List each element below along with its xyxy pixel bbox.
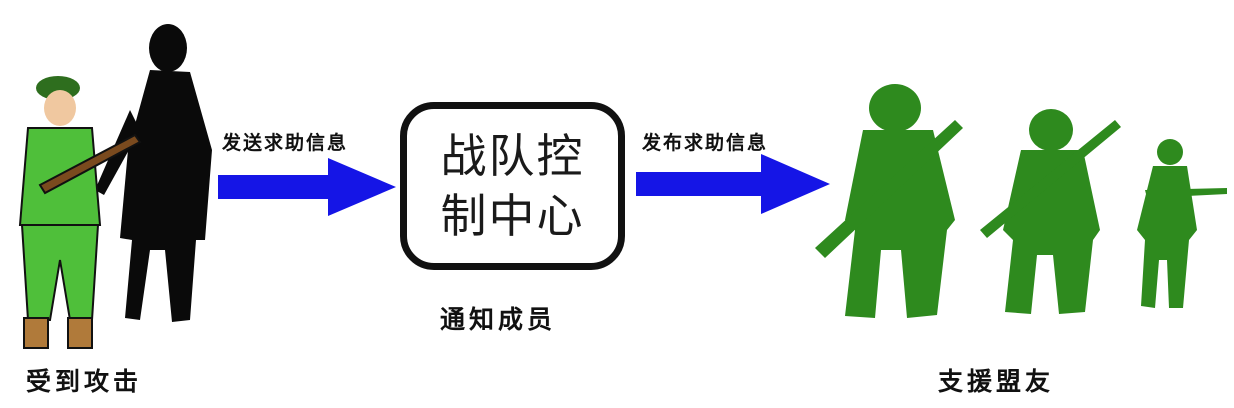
attacker-silhouette [95,24,212,322]
allied-soldier-3 [1137,139,1227,308]
green-soldier-figure [18,76,142,349]
allies-caption: 支援盟友 [938,367,1055,396]
control-center-box: 战队控 制中心 [400,102,625,270]
right-arrow [636,154,830,214]
allied-soldier-2 [980,109,1121,314]
control-center-line2: 制中心 [440,189,585,243]
control-center-line1: 战队控 [440,129,585,183]
right-arrow-icon [636,154,830,214]
allied-soldier-1 [815,84,963,318]
control-center-caption: 通知成员 [440,305,557,334]
right-arrow-label: 发布求助信息 [642,132,769,154]
left-arrow-label: 发送求助信息 [222,132,349,154]
right-arrow-icon [218,158,396,216]
allied-soldiers-illustration [815,84,1227,318]
attacked-soldier-illustration [18,24,212,349]
left-arrow [218,158,396,216]
attacked-caption: 受到攻击 [26,367,143,396]
